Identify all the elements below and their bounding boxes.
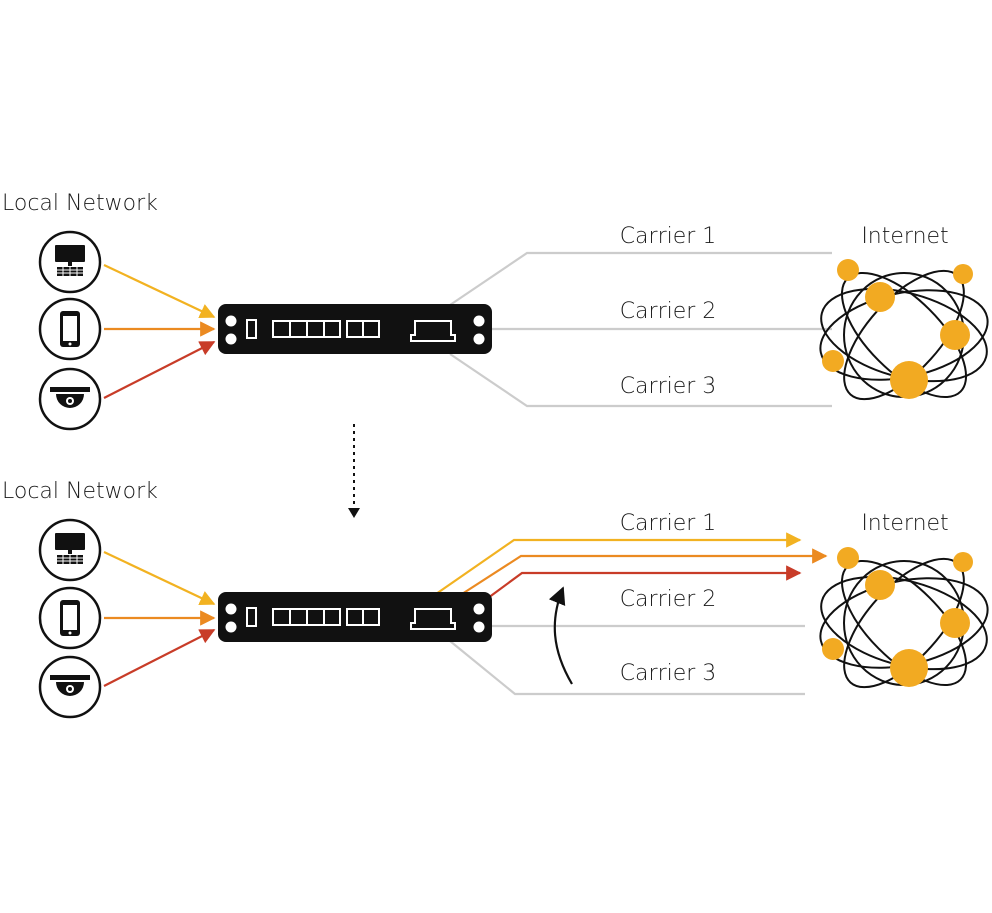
smartphone-icon (38, 297, 102, 361)
carrier2-label: Carrier 2 (620, 587, 717, 612)
device2-carrier1-route (461, 548, 828, 595)
globe-network-icon (819, 259, 989, 401)
carrier3-line (449, 353, 832, 408)
local-network-label: Local Network (2, 191, 158, 216)
smartphone-icon (38, 586, 102, 650)
carrier1-label: Carrier 1 (620, 224, 717, 249)
panel-failover: Local Network (2, 479, 989, 719)
security-camera-icon (38, 655, 102, 719)
dotted-down-arrow-head (348, 508, 360, 518)
desktop-computer-icon (38, 518, 102, 582)
router-icon (218, 304, 492, 354)
internet-label: Internet (861, 224, 948, 249)
desktop-computer-icon (38, 230, 102, 294)
local-network-label: Local Network (2, 479, 158, 504)
security-camera-icon (38, 367, 102, 431)
internet-label: Internet (861, 511, 948, 536)
panel-normal: Local Network (2, 191, 989, 431)
curved-up-arrow-icon (548, 586, 573, 685)
carrier1-line (449, 251, 832, 306)
device1-link (103, 551, 216, 606)
carrier3-line (449, 640, 805, 696)
carrier3-label: Carrier 3 (620, 374, 717, 399)
device3-carrier1-route (487, 565, 802, 599)
carrier1-label: Carrier 1 (620, 511, 717, 536)
router-icon (218, 592, 492, 642)
carrier2-label: Carrier 2 (620, 299, 717, 324)
device3-link (103, 629, 216, 687)
globe-network-icon (819, 547, 989, 689)
device3-link (103, 341, 216, 399)
device1-link (103, 264, 216, 319)
carrier3-label: Carrier 3 (620, 661, 717, 686)
device1-carrier1-route (435, 532, 802, 595)
